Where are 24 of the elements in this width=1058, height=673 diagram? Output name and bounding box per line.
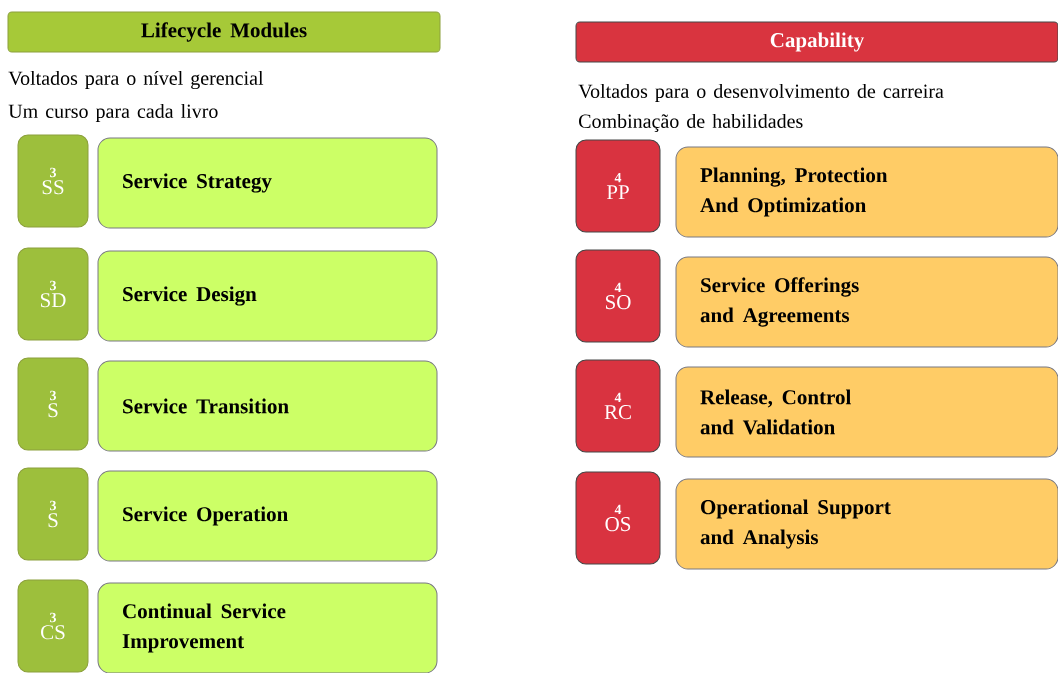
module-box: Service Strategy <box>97 137 438 229</box>
module-box: Service Transition <box>97 360 438 452</box>
module-box: Planning, Protection And Optimization <box>675 146 1058 238</box>
module-box: Service Operation <box>97 470 438 562</box>
header-bar: Lifecycle Modules <box>7 11 441 53</box>
description-text: Voltados para o desenvolvimento de carreira <box>578 83 944 103</box>
description-text: Voltados para o nível gerencial <box>8 70 264 90</box>
level-badge: 4 PP <box>575 139 661 233</box>
level-badge: 3 CS <box>17 579 89 673</box>
module-box: Release, Control and Validation <box>675 366 1058 458</box>
level-badge: 3 S <box>17 357 89 451</box>
module-box: Continual Service Improvement <box>97 582 438 673</box>
module-box: Service Design <box>97 250 438 342</box>
level-badge: 3 SS <box>17 134 89 228</box>
module-box: Operational Support and Analysis <box>675 478 1058 570</box>
level-badge: 3 S <box>17 467 89 561</box>
level-badge: 4 SO <box>575 249 661 343</box>
level-badge: 3 SD <box>17 247 89 341</box>
level-badge: 4 OS <box>575 471 661 565</box>
header-bar: Capability <box>575 21 1058 63</box>
module-box: Service Offerings and Agreements <box>675 256 1058 348</box>
level-badge: 4 RC <box>575 359 661 453</box>
description-text: Um curso para cada livro <box>8 103 218 123</box>
description-text: Combinação de habilidades <box>579 113 803 133</box>
